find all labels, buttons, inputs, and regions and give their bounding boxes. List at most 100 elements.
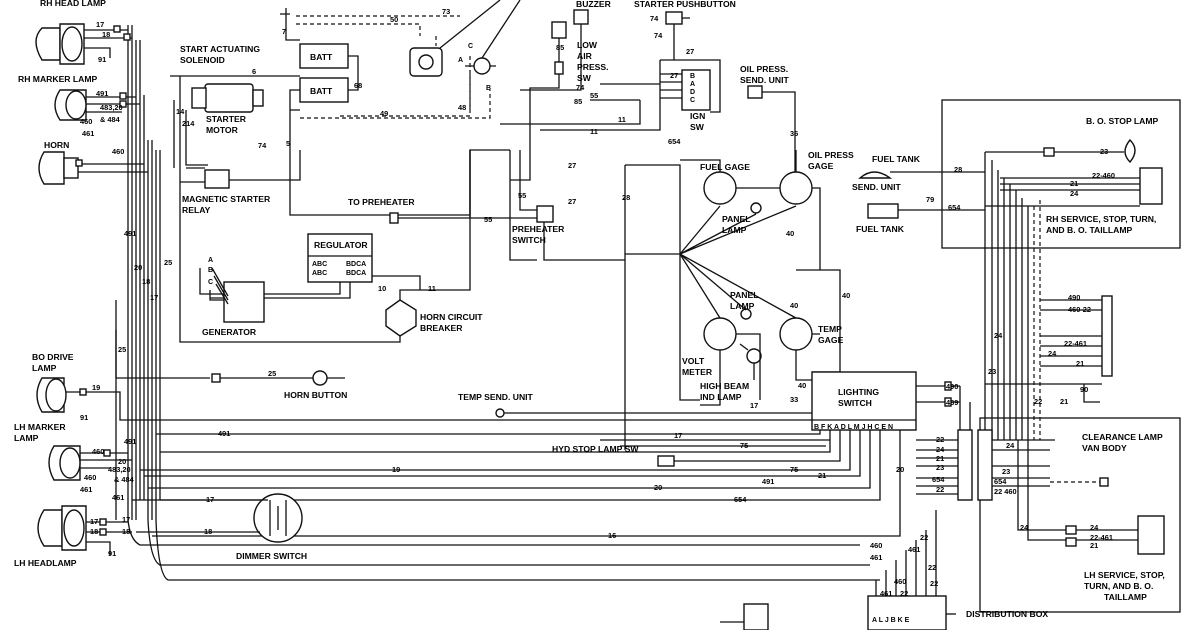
wire-17-main: 17 — [674, 431, 682, 440]
wire-17-hb: 17 — [750, 401, 758, 410]
battery-2 — [299, 77, 349, 103]
pin-letters: A B C A C B B A D C — [208, 43, 695, 286]
temp-send-label: TEMP SEND. UNIT — [458, 392, 534, 402]
fuel-tank-label-1: FUEL TANK — [872, 154, 921, 164]
lh-service-taillamp — [1017, 440, 1165, 555]
wire-28-rh: 28 — [954, 165, 962, 174]
wire-11-ign: 11 — [618, 115, 626, 124]
wire-22-460-lh: 22 460 — [994, 487, 1017, 496]
wire-91-lhh: 91 — [108, 549, 116, 558]
wire-19-main: 19 — [392, 465, 400, 474]
wire-91-rh: 91 — [98, 55, 106, 64]
bo-drive-lamp-label-1: BO DRIVE — [32, 352, 74, 362]
fuel-tank-label-2: SEND. UNIT — [852, 182, 901, 192]
magnetic-starter-relay — [180, 150, 301, 189]
lh-tail-label-2: TURN, AND B. O. — [1084, 581, 1153, 591]
horn-cb-label-1: HORN CIRCUIT — [420, 312, 483, 322]
wire-40-c: 40 — [790, 301, 798, 310]
wire-460b-lh: 460 — [84, 473, 96, 482]
ign-pin-d: D — [690, 89, 695, 96]
wire-23-rh: 23 — [1100, 147, 1108, 156]
rh-marker-lamp — [54, 89, 140, 121]
starter-motor-label-2: MOTOR — [206, 125, 239, 135]
hyd-stop-lamp-switch — [657, 430, 841, 467]
bo-stop-lamp — [985, 138, 1136, 164]
preheater-switch — [509, 150, 625, 261]
generator-label: GENERATOR — [202, 327, 257, 337]
wire-11-ign-b: 11 — [590, 127, 598, 136]
ign-pin-b: B — [690, 73, 695, 80]
wire-74-air: 74 — [576, 83, 585, 92]
oil-gage-label-1: OIL PRESS — [808, 150, 854, 160]
starter-motor-label-1: STARTER — [206, 114, 247, 124]
volt-meter — [703, 317, 737, 351]
wire-33: 33 — [790, 395, 798, 404]
lh-tail-label-1: LH SERVICE, STOP, — [1084, 570, 1165, 580]
low-air-label-1: LOW — [577, 40, 598, 50]
wire-27-pre: 27 — [568, 161, 576, 170]
wire-23-a: 23 — [936, 463, 944, 472]
wire-214: 214 — [182, 119, 195, 128]
wire-460-rh: 460 — [80, 117, 92, 126]
mag-relay-label-2: RELAY — [182, 205, 211, 215]
panel-lamp-1-label-2: LAMP — [722, 225, 747, 235]
wire-20-harness: 20 — [134, 263, 142, 272]
lh-headlamp — [37, 505, 132, 555]
lh-headlamp-label: LH HEADLAMP — [14, 558, 77, 568]
component-labels: RH HEAD LAMP RH MARKER LAMP HORN BO DRIV… — [14, 0, 1165, 624]
wire-23-lh: 23 — [1002, 467, 1010, 476]
temp-gage-label-1: TEMP — [818, 324, 842, 334]
wire-22-dist-b: 22 — [928, 563, 936, 572]
oil-send-label-1: OIL PRESS. — [740, 64, 788, 74]
wire-68: 68 — [354, 81, 362, 90]
wire-16-main: 16 — [608, 531, 616, 540]
buzzer-label: BUZZER — [576, 0, 612, 9]
temp-send-unit — [495, 408, 812, 418]
fuel-gage — [703, 171, 790, 205]
oil-pressure-gage — [779, 171, 813, 205]
horn-button-label: HORN BUTTON — [284, 390, 347, 400]
wire-90: 90 — [1080, 385, 1088, 394]
bo-drive-lamp-label-2: LAMP — [32, 363, 57, 373]
wire-22-461-lht: 22-461 — [1090, 533, 1113, 542]
wire-24-lht: 24 — [1020, 523, 1029, 532]
panel-lamp-2-label-1: PANEL — [730, 290, 759, 300]
starter-motor — [170, 75, 300, 168]
dimmer-switch — [132, 493, 303, 543]
rh-connector-block — [985, 295, 1113, 403]
wire-489-ls: 489 — [946, 398, 958, 407]
oil-pressure-send-unit — [747, 85, 796, 172]
wire-22-dist: 22 — [920, 533, 928, 542]
panel-lamp-1 — [750, 202, 762, 214]
ign-pin-a: A — [690, 81, 695, 88]
wire-21-a: 21 — [936, 454, 944, 463]
wire-18-dimmer: 18 — [204, 527, 212, 536]
wire-27-ign: 27 — [686, 47, 694, 56]
wire-24-lht-b: 24 — [1090, 523, 1099, 532]
rh-marker-lamp-label: RH MARKER LAMP — [18, 74, 98, 84]
to-preheater-label: TO PREHEATER — [348, 197, 415, 207]
wire-85-air: 85 — [556, 43, 564, 52]
wire-654-a: 654 — [932, 475, 945, 484]
oil-send-label-2: SEND. UNIT — [740, 75, 789, 85]
wire-73: 73 — [442, 7, 450, 16]
wire-490-ls: 490 — [946, 382, 958, 391]
panel-lamp-2-label-2: LAMP — [730, 301, 755, 311]
mag-relay-label-1: MAGNETIC STARTER — [182, 194, 271, 204]
wire-460-22: 460-22 — [1068, 305, 1091, 314]
oil-gage-label-2: GAGE — [808, 161, 834, 171]
key-switch-block — [409, 0, 521, 77]
wire-483-rh: 483,20 — [100, 103, 123, 112]
wire-654-rh: 654 — [948, 203, 961, 212]
wire-21-rh: 21 — [1070, 179, 1078, 188]
key-pin-a: A — [458, 57, 463, 64]
batt-label-1: BATT — [310, 52, 333, 62]
wire-461-lh: 461 — [80, 485, 92, 494]
wire-21-conn: 21 — [1076, 359, 1084, 368]
wire-17b-lhh: 17 — [122, 515, 130, 524]
wire-55-heat: 55 — [484, 215, 492, 224]
wire-21-vert: 21 — [1060, 397, 1068, 406]
wire-460-dist-b: 460 — [894, 577, 906, 586]
